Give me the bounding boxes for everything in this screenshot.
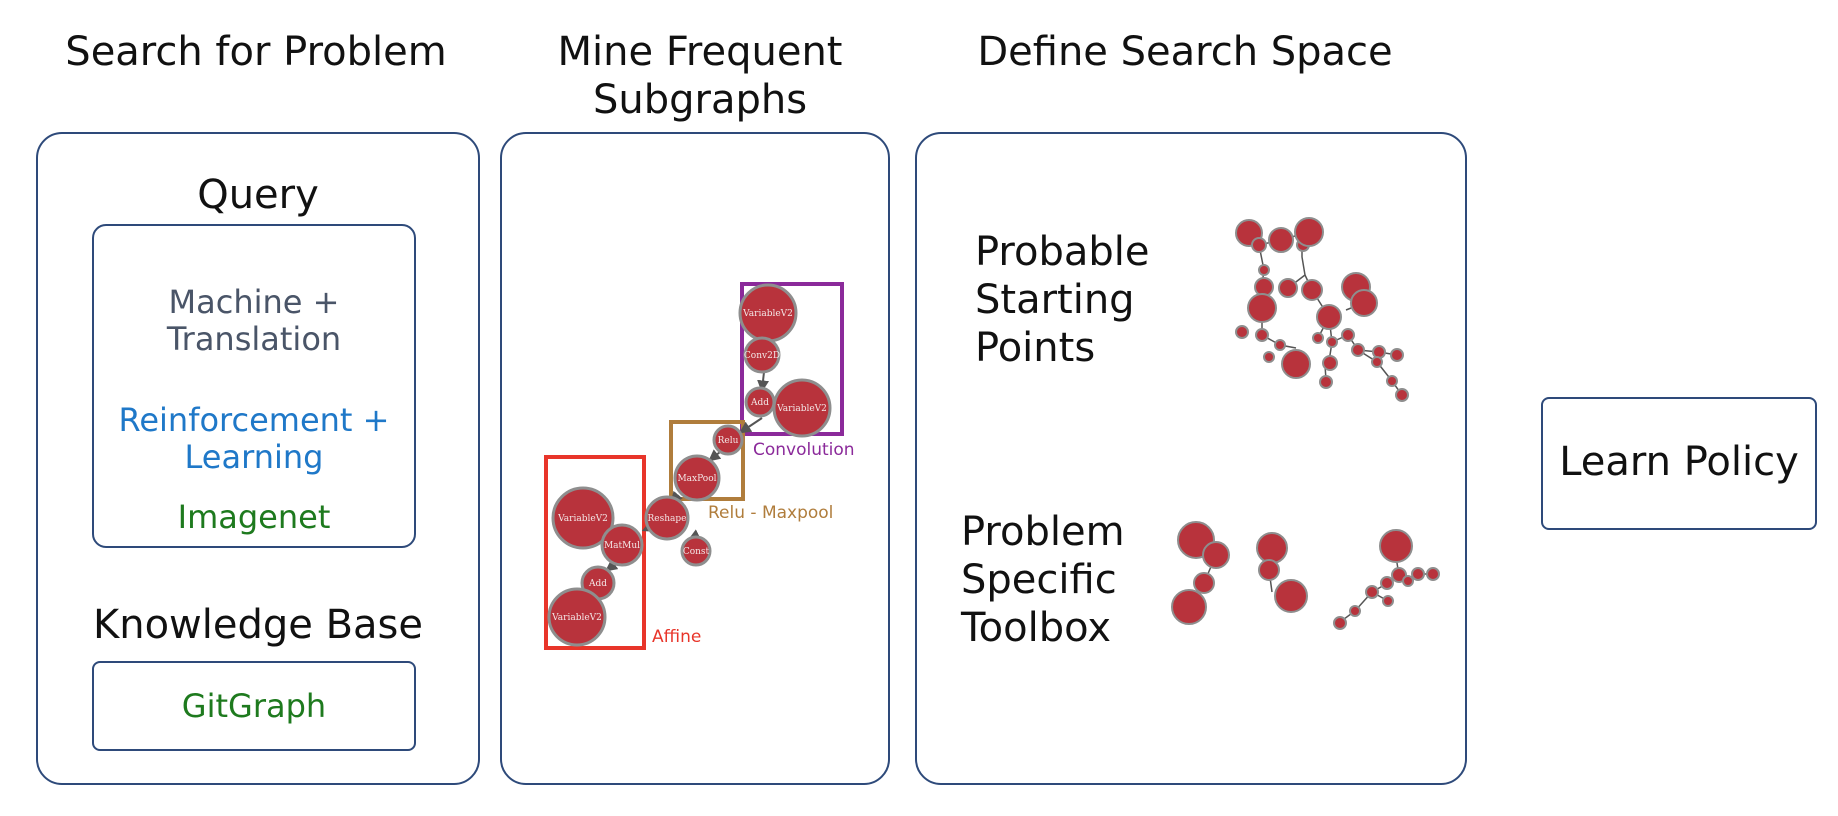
learn-policy-label: Learn Policy xyxy=(1559,439,1799,485)
affine-group-box xyxy=(544,455,646,650)
node-label: Relu xyxy=(718,436,739,446)
toolbox-line: Problem xyxy=(961,509,1125,555)
heading-define-search-space: Define Search Space xyxy=(977,29,1393,75)
query-item-line: Learning xyxy=(184,438,324,476)
graph-node xyxy=(772,378,832,438)
node-label: Const xyxy=(683,547,710,557)
toolbox-node xyxy=(1365,585,1379,599)
graph-node xyxy=(551,486,615,550)
start-graph-node xyxy=(1351,343,1365,357)
graph-node xyxy=(644,495,690,541)
start-graph-node xyxy=(1326,336,1338,348)
start-graph-node xyxy=(1258,264,1270,276)
node-label: VariableV2 xyxy=(742,309,793,319)
start-graph-node xyxy=(1371,356,1383,368)
start-graph-node xyxy=(1312,332,1324,344)
starting-points-line: Starting xyxy=(975,277,1135,323)
query-item-imagenet: Imagenet xyxy=(177,498,331,536)
toolbox-node xyxy=(1411,567,1425,581)
mine-edge xyxy=(739,417,763,434)
probable-starting-points-label: Probable Starting Points xyxy=(975,228,1149,372)
toolbox-node xyxy=(1171,589,1207,625)
start-graph-node xyxy=(1268,227,1294,253)
relu-maxpool-label: Relu - Maxpool xyxy=(708,503,833,523)
toolbox-node xyxy=(1193,572,1215,594)
start-graph-node xyxy=(1281,349,1311,379)
query-item-reinforcement-learning: Reinforcement + Learning xyxy=(94,402,414,476)
node-label: VariableV2 xyxy=(776,404,827,414)
define-panel: Probable Starting Points Problem Specifi… xyxy=(915,132,1467,785)
start-graph-node xyxy=(1372,345,1386,359)
node-label: VariableV2 xyxy=(551,613,602,623)
query-title: Query xyxy=(197,172,319,218)
affine-label: Affine xyxy=(652,627,701,647)
query-box: Machine + Translation Reinforcement + Le… xyxy=(92,224,416,548)
start-graph-node xyxy=(1278,278,1298,298)
heading-mine-frequent-subgraphs: Mine Frequent Subgraphs xyxy=(500,28,900,124)
node-label: Add xyxy=(588,579,607,589)
node-label: Reshape xyxy=(648,514,687,524)
toolbox-node xyxy=(1391,567,1407,583)
start-graph-node xyxy=(1319,375,1333,389)
graph-node xyxy=(673,454,721,502)
toolbox-node xyxy=(1402,575,1414,587)
start-graph-node xyxy=(1316,304,1342,330)
query-item-line: Machine + xyxy=(168,283,340,321)
node-label: Add xyxy=(750,398,769,408)
query-item-line: Reinforcement + xyxy=(118,401,390,439)
starting-points-line: Probable xyxy=(975,229,1150,275)
toolbox-node xyxy=(1256,532,1288,564)
knowledge-base-title: Knowledge Base xyxy=(93,602,423,648)
heading-mine-line2: Subgraphs xyxy=(592,77,808,123)
toolbox-node xyxy=(1333,616,1347,630)
starting-points-line: Points xyxy=(975,325,1096,371)
node-label: Conv2D xyxy=(744,351,780,361)
toolbox-node xyxy=(1382,595,1394,607)
start-graph-node xyxy=(1322,355,1338,371)
start-graph-node xyxy=(1390,348,1404,362)
toolbox-line: Specific xyxy=(961,557,1117,603)
toolbox-node xyxy=(1202,541,1230,569)
problem-specific-toolbox-label: Problem Specific Toolbox xyxy=(961,508,1125,652)
graph-node xyxy=(600,523,644,567)
node-label: VariableV2 xyxy=(557,514,608,524)
query-item-machine-translation: Machine + Translation xyxy=(94,284,414,358)
start-graph-node xyxy=(1341,328,1355,342)
start-graph-node xyxy=(1247,293,1277,323)
toolbox-node xyxy=(1274,579,1308,613)
start-graph-node xyxy=(1263,351,1275,363)
convolution-label: Convolution xyxy=(753,440,855,460)
mine-panel xyxy=(500,132,890,785)
node-label: MaxPool xyxy=(677,474,716,484)
mine-edge xyxy=(708,449,722,462)
heading-search-for-problem: Search for Problem xyxy=(65,29,447,75)
start-graph-node xyxy=(1350,289,1378,317)
toolbox-line: Toolbox xyxy=(961,605,1111,651)
start-graph-node xyxy=(1274,339,1286,351)
start-graph-node xyxy=(1235,325,1249,339)
search-panel: Query Machine + Translation Reinforcemen… xyxy=(36,132,480,785)
graph-node xyxy=(680,535,712,567)
start-graph-node xyxy=(1386,375,1398,387)
heading-mine-line1: Mine Frequent xyxy=(557,29,843,75)
graph-node xyxy=(712,424,744,456)
node-label: MatMul xyxy=(604,541,640,551)
query-item-line: Translation xyxy=(166,320,342,358)
start-graph-node xyxy=(1251,237,1267,253)
toolbox-node xyxy=(1379,529,1413,563)
start-graph-node xyxy=(1395,388,1409,402)
toolbox-node xyxy=(1380,576,1394,590)
start-graph-node xyxy=(1255,328,1269,342)
start-graph-node xyxy=(1301,279,1323,301)
graph-node xyxy=(743,336,781,374)
learn-policy-box: Learn Policy xyxy=(1541,397,1817,530)
graph-node xyxy=(547,587,607,647)
knowledge-base-box: GitGraph xyxy=(92,661,416,751)
start-graph-node xyxy=(1294,217,1324,247)
knowledge-base-item-gitgraph: GitGraph xyxy=(181,687,327,725)
toolbox-node xyxy=(1349,605,1361,617)
toolbox-node xyxy=(1258,559,1280,581)
toolbox-node xyxy=(1426,567,1440,581)
